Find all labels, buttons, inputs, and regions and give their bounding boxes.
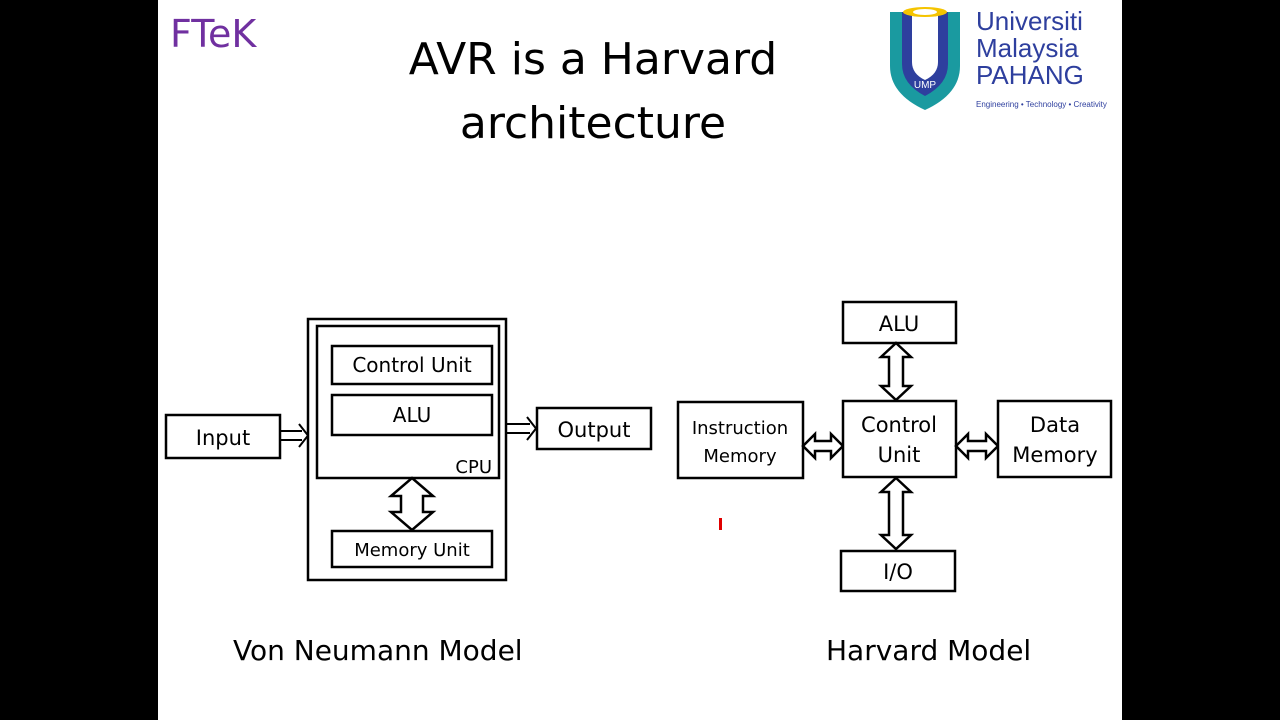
hv-data-memory-label-line2: Memory xyxy=(1012,443,1097,467)
university-name: Universiti Malaysia PAHANG xyxy=(976,8,1084,89)
vn-output-arrow-icon xyxy=(506,416,538,441)
university-name-line1: Universiti xyxy=(976,6,1083,36)
cursor-marker xyxy=(719,518,722,530)
hv-data-arrow-icon xyxy=(954,430,1000,462)
logo-emblem-text: UMP xyxy=(914,80,937,91)
vn-output-box xyxy=(535,406,653,451)
vn-input-label: Input xyxy=(196,426,250,450)
hv-data-memory-box xyxy=(996,399,1113,479)
slide: FTeK AVR is a Harvard architecture UMP U… xyxy=(158,0,1122,720)
vn-alu-label: ALU xyxy=(393,403,431,427)
university-name-line2: Malaysia xyxy=(976,33,1079,63)
hv-instruction-memory-label-line1: Instruction xyxy=(692,418,788,439)
vn-input-arrow-icon xyxy=(280,423,310,448)
von-neumann-diagram: Input CPU Control Unit ALU Memory Unit xyxy=(164,317,653,582)
vn-cpu-label: CPU xyxy=(455,457,492,478)
hv-alu-arrow-icon xyxy=(877,341,915,402)
hv-instruction-arrow-icon xyxy=(801,430,845,462)
hv-control-unit-label-line1: Control xyxy=(861,413,937,437)
slide-title: AVR is a Harvard architecture xyxy=(338,28,848,156)
harvard-caption: Harvard Model xyxy=(826,634,1032,667)
hv-instruction-memory-box xyxy=(676,400,805,480)
logo-emblem-icon: UMP xyxy=(890,7,960,110)
hv-io-label: I/O xyxy=(883,560,913,584)
architecture-diagram: Input CPU Control Unit ALU Memory Unit xyxy=(164,300,1113,593)
vn-alu-box xyxy=(330,393,494,437)
title-line-1: AVR is a Harvard xyxy=(408,34,778,85)
vn-control-unit-label: Control Unit xyxy=(352,353,472,377)
vn-control-unit-box xyxy=(330,344,494,386)
university-tagline: Engineering • Technology • Creativity xyxy=(976,100,1107,109)
hv-io-box xyxy=(839,549,957,593)
hv-control-unit-box xyxy=(841,399,958,479)
brand-label: FTeK xyxy=(170,12,257,56)
hv-control-unit-label-line2: Unit xyxy=(878,443,921,467)
hv-alu-box xyxy=(841,300,958,345)
vn-memory-unit-box xyxy=(330,529,494,569)
vn-input-box xyxy=(164,413,282,460)
hv-instruction-memory-label-line2: Memory xyxy=(703,446,777,467)
harvard-diagram: ALU Instruction Memory Control Unit Data… xyxy=(676,300,1113,593)
university-name-line3: PAHANG xyxy=(976,60,1084,90)
hv-data-memory-label-line1: Data xyxy=(1030,413,1080,437)
vn-output-label: Output xyxy=(558,418,631,442)
title-line-2: architecture xyxy=(459,98,727,149)
vn-memory-unit-label: Memory Unit xyxy=(354,540,470,561)
hv-alu-label: ALU xyxy=(879,312,919,336)
hv-io-arrow-icon xyxy=(877,476,915,551)
university-logo: UMP xyxy=(890,7,960,110)
von-neumann-caption: Von Neumann Model xyxy=(233,634,523,667)
